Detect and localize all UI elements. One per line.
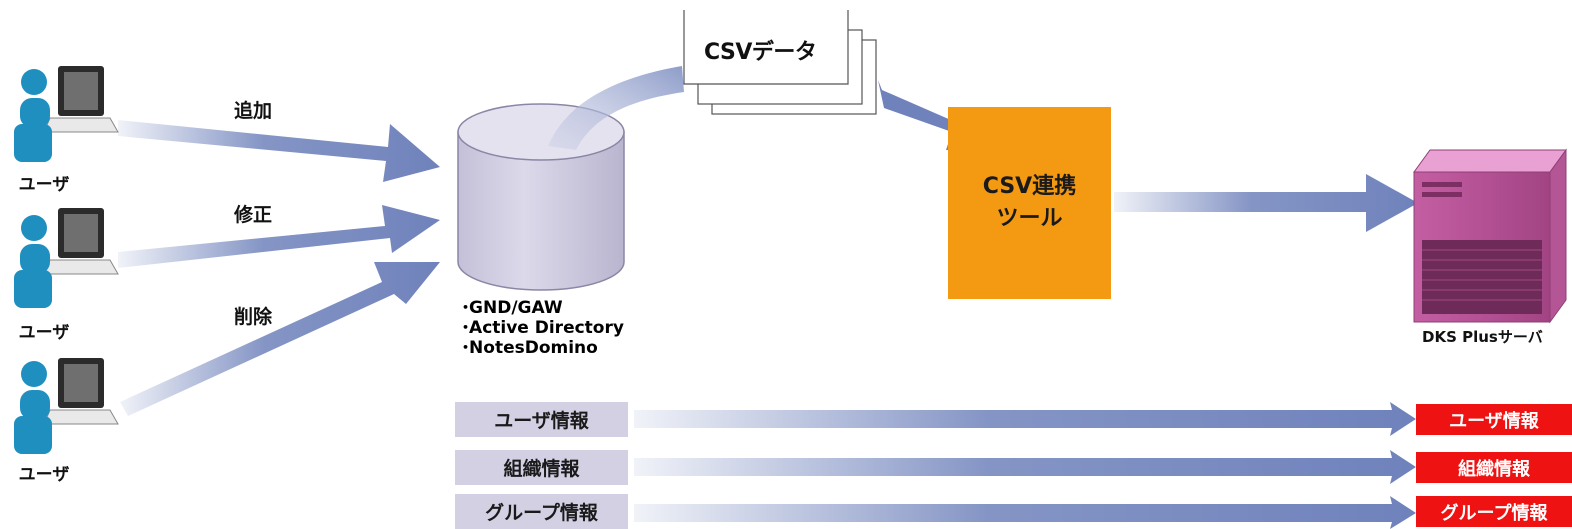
tool-title-line2: ツール [996,206,1063,231]
source-item-3: NotesDomino [462,338,624,358]
target-group-info-box: グループ情報 [1416,496,1572,527]
csv-document-icon [683,10,877,115]
user-1-icon [14,66,119,162]
user-2-label: ユーザ [18,323,70,343]
user-3-label: ユーザ [18,465,70,485]
server-label: DKS Plusサーバ [1422,328,1543,346]
org-info-flow-arrow [634,450,1416,484]
action-add-label: 追加 [234,100,273,122]
modify-arrow [118,205,440,268]
target-user-info-box: ユーザ情報 [1416,404,1572,435]
source-group-info-box: グループ情報 [455,494,628,529]
source-item-1: GND/GAW [462,298,624,318]
source-org-info-box: 組織情報 [455,450,628,485]
csv-data-label: CSVデータ [704,40,817,65]
tool-to-server-arrow [1114,174,1418,232]
group-info-flow-arrow [634,496,1416,529]
source-item-2: Active Directory [462,318,624,338]
source-user-info-box: ユーザ情報 [455,402,628,437]
user-3-icon [14,358,119,454]
user-info-flow-arrow [634,402,1416,436]
delete-arrow [120,262,440,416]
server-icon [1413,148,1567,324]
add-arrow [118,120,440,182]
action-delete-label: 削除 [234,306,273,328]
action-modify-label: 修正 [234,204,273,226]
user-1-label: ユーザ [18,175,70,195]
database-icon [457,103,625,291]
export-curve-arrow [548,66,684,150]
target-org-info-box: 組織情報 [1416,452,1572,483]
tool-title-line1: CSV連携 [982,174,1077,199]
user-2-icon [14,208,119,308]
csv-link-tool-box: CSV連携 ツール [948,107,1111,299]
directory-source-list: GND/GAW Active Directory NotesDomino [462,298,624,358]
